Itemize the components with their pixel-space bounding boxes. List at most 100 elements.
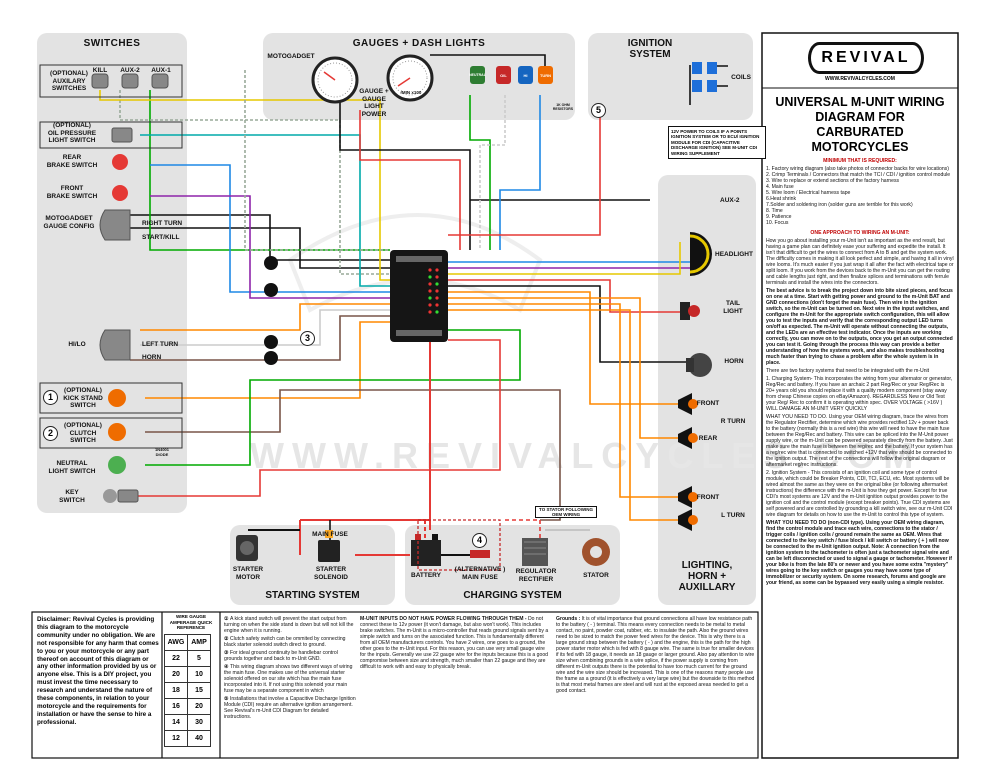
tach-gauge	[311, 56, 359, 104]
amp-cell: 20	[187, 697, 211, 715]
awg-cell: 12	[164, 729, 188, 747]
front-left-label: FRONT	[696, 494, 720, 501]
led-oil-label: OIL	[500, 73, 507, 78]
ignition-coils	[692, 62, 728, 92]
dash-lights	[470, 66, 553, 84]
horn-switch-label: HORN	[142, 354, 162, 361]
led-neutral-label: NEUTRAL	[469, 73, 486, 77]
headlight-label: HEADLIGHT	[715, 251, 753, 258]
approach-p2: The best advice is to break the project …	[766, 288, 953, 366]
motogadget-config-label: MOTOGADGET GAUGE CONFIG	[43, 215, 95, 230]
l-turn-label: L TURN	[721, 512, 745, 519]
main-fuse-label: MAIN FUSE	[312, 531, 348, 538]
m-unit-leds	[428, 268, 439, 314]
grounds-heading: Grounds :	[556, 616, 581, 622]
switch-icons	[91, 73, 169, 503]
amp-cell: 30	[187, 713, 211, 731]
ignition-panel	[588, 33, 753, 120]
approach-heading: ONE APPROACH TO WIRING AN M-UNIT:	[810, 230, 910, 236]
awg-cell: 16	[164, 697, 188, 715]
approach-p1: How you go about installing your m-Unit …	[766, 238, 954, 286]
awg-header: AWG	[164, 633, 188, 651]
logo-text: REVIVAL	[821, 49, 911, 66]
marker-4: 4	[472, 533, 487, 548]
tail-light-label: TAIL LIGHT	[723, 300, 743, 315]
req-item: 5. Wire loom / Electrical harness tape	[766, 190, 851, 196]
clutch-label: (OPTIONAL) CLUTCH SWITCH	[64, 422, 102, 444]
horn-label: HORN	[724, 358, 744, 365]
ignition-title: IGNITION SYSTEM	[627, 38, 673, 60]
watermark: WWW.REVIVALCYCLES.COM	[250, 435, 922, 476]
inputs-text: M-UNIT INPUTS DO NOT HAVE POWER FLOWING …	[360, 616, 552, 756]
grounds-body: It is of vital importance that ground co…	[556, 616, 755, 694]
right-turn-label: RIGHT TURN	[142, 220, 183, 227]
marker-3: 3	[300, 331, 315, 346]
led-turn-label: TURN	[539, 73, 552, 78]
r-turn-label: R TURN	[720, 418, 746, 425]
key-label: KEY SWITCH	[59, 489, 85, 504]
front-right-label: FRONT	[696, 400, 720, 407]
m-unit	[390, 250, 448, 342]
gauge-power-label: GAUGE + GAUGE LIGHT POWER	[359, 88, 389, 118]
aux1-label: AUX-1	[151, 67, 171, 74]
note-2: ② Clutch safety switch can be ommited by…	[224, 636, 346, 648]
req-item: 6.Heat shrink	[766, 196, 797, 202]
req-item: 2. Crimp Terminals / Connectors that mat…	[766, 172, 951, 178]
switches-title: SWITCHES	[83, 38, 141, 49]
speedo-unit-label: /MIN x100	[400, 90, 422, 95]
battery-label: BATTERY	[411, 572, 441, 579]
marker-2: 2	[43, 426, 58, 441]
awg-cell: 14	[164, 713, 188, 731]
approach-p6: 2. Ignition System - This consists of an…	[766, 470, 953, 518]
requirements-heading: MINIMUM THAT IS REQUIRED:	[823, 158, 897, 164]
req-item: 7.Solder and soldering iron (solder guns…	[766, 202, 913, 208]
alt-fuse-label: (ALTERNATIVE ) MAIN FUSE	[454, 566, 506, 581]
req-item: 8. Time	[766, 208, 783, 214]
speedo-gauge	[386, 54, 434, 102]
starter-solenoid-label: STARTER SOLENOID	[314, 566, 348, 581]
marker-5: 5	[591, 103, 606, 118]
brand-url: WWW.REVIVALCYCLES.COM	[825, 76, 895, 82]
starter-motor-label: STARTER MOTOR	[232, 566, 264, 581]
revival-logo: REVIVAL	[808, 42, 924, 74]
approach-p7: WHAT YOU NEED TO DO (non-CDI type). Usin…	[766, 520, 952, 586]
note-1: ① A kick stand switch will prevent the s…	[224, 616, 354, 634]
aux2-label: AUX-2	[120, 67, 140, 74]
aux2-output-label: AUX-2	[720, 197, 740, 204]
marker-1: 1	[43, 390, 58, 405]
awg-cell: 18	[164, 681, 188, 699]
req-item: 1. Factory wiring diagram (also take pho…	[766, 166, 949, 172]
amp-cell: 5	[187, 649, 211, 667]
req-item: 3. Wire to replace or extend sections of…	[766, 178, 900, 184]
motogadget-label: MOTOGADGET	[267, 53, 315, 60]
inputs-body: Do not connect these to 12v power (it wo…	[360, 616, 549, 670]
rear-right-label: REAR	[698, 435, 718, 442]
start-kill-label: START/KILL	[142, 234, 180, 241]
hi-lo-label: HI/LO	[68, 341, 86, 348]
amp-cell: 15	[187, 681, 211, 699]
note-3: ③ For ideal ground continuity be handleb…	[224, 650, 338, 662]
amp-header: AMP	[187, 633, 211, 651]
disclaimer: Disclaimer: Revival Cycles is providing …	[37, 616, 159, 726]
stator-wiring-label: TO STATOR FOLLOWING OEM WIRING	[535, 506, 597, 518]
lighting-icons	[678, 232, 712, 531]
req-item: 9. Patience	[766, 214, 792, 220]
grounds-text: Grounds : It is of vital importance that…	[556, 616, 756, 756]
neutral-label: NEUTRAL LIGHT SWITCH	[48, 460, 96, 475]
gauges-title: GAUGES + DASH LIGHTS	[352, 38, 486, 49]
note-4: ④ This wiring diagram shows two differen…	[224, 664, 353, 694]
power-icons	[236, 530, 610, 566]
rear-brake-label: REAR BRAKE SWITCH	[46, 154, 98, 169]
front-brake-label: FRONT BRAKE SWITCH	[46, 185, 98, 200]
diagram-title: UNIVERSAL M-UNIT WIRING DIAGRAM FOR CARB…	[775, 95, 945, 154]
amp-cell: 10	[187, 665, 211, 683]
charging-title: CHARGING SYSTEM	[463, 590, 562, 601]
led-hi-label: HI	[523, 73, 528, 78]
diode-label: 1N4001 DIODE	[154, 447, 169, 457]
awg-cell: 20	[164, 665, 188, 683]
inputs-heading: M-UNIT INPUTS DO NOT HAVE POWER FLOWING …	[360, 616, 527, 622]
kill-label: KILL	[92, 67, 108, 74]
